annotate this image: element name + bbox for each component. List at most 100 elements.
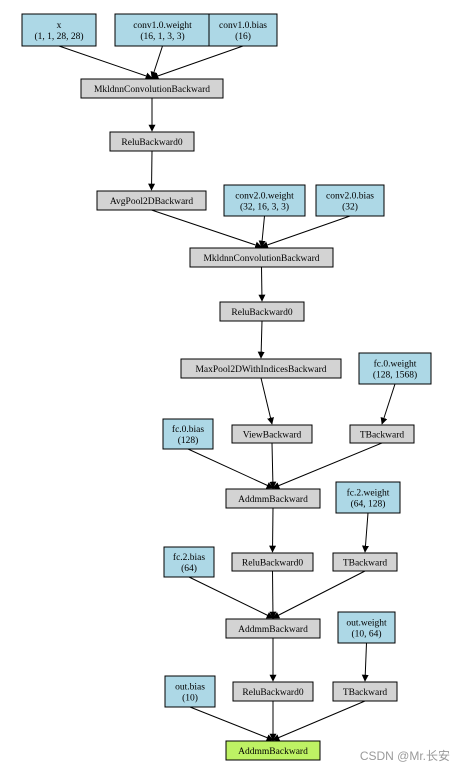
node-addmm2: AddmmBackward (225, 618, 321, 639)
node-label: conv2.0.bias (326, 192, 374, 202)
node-avgpool: AvgPool2DBackward (96, 190, 207, 211)
node-box (315, 184, 385, 217)
edge-t3-to-addmm3 (272, 700, 366, 741)
node-label: ReluBackward0 (231, 308, 292, 318)
node-out-w: out.weight(10, 64) (337, 611, 396, 644)
edge-t1-to-addmm1 (272, 442, 383, 489)
node-label: fc.0.bias (172, 424, 204, 435)
node-label: conv1.0.bias (219, 21, 267, 31)
node-shape-label: (64, 128) (351, 499, 386, 510)
node-label: TBackward (343, 559, 388, 569)
node-box (225, 740, 321, 761)
edge-t2-to-addmm2 (272, 570, 366, 619)
edge-conv2-w-to-mkl2 (258, 215, 266, 248)
node-box (335, 481, 401, 514)
node-label: x (57, 21, 62, 31)
edge-addmm1-to-relu3 (269, 507, 277, 553)
edge-relu2-to-maxpool (257, 320, 265, 359)
node-box (96, 190, 207, 211)
node-addmm3: AddmmBackward (225, 740, 321, 761)
node-view: ViewBackward (231, 424, 313, 444)
node-relu1: ReluBackward0 (109, 131, 195, 152)
node-shape-label: (64) (181, 563, 197, 574)
watermark: CSDN @Mr.长安 (359, 749, 450, 763)
node-box (358, 352, 432, 385)
node-shape-label: (32, 16, 3, 3) (240, 202, 289, 213)
node-fc0-b: fc.0.bias(128) (162, 418, 214, 450)
node-box (349, 424, 415, 444)
node-t2: TBackward (332, 552, 398, 572)
node-box (164, 675, 216, 708)
node-box (189, 247, 334, 268)
node-shape-label: (1, 1, 28, 28) (34, 31, 83, 42)
edge-x-to-mkl1 (58, 45, 153, 80)
node-maxpool: MaxPool2DWithIndicesBackward (180, 358, 342, 379)
node-label: ViewBackward (243, 431, 302, 441)
node-label: out.weight (346, 619, 387, 629)
edge-conv1-w-to-mkl1 (150, 45, 163, 79)
node-shape-label: (128) (178, 435, 199, 446)
node-box (162, 418, 214, 450)
node-label: fc.0.weight (374, 359, 417, 370)
edge-fc0-w-to-t1 (380, 383, 396, 425)
node-box (231, 552, 314, 572)
node-label: conv1.0.weight (133, 21, 192, 31)
edge-relu1-to-avgpool (148, 150, 156, 191)
node-conv1-b: conv1.0.bias(16) (208, 13, 278, 47)
edge-fc2-w-to-t2 (361, 512, 369, 553)
node-shape-label: (10) (182, 693, 198, 704)
edge-conv2-b-to-mkl2 (260, 215, 351, 249)
node-label: TBackward (343, 688, 388, 698)
edge-fc2-b-to-addmm2 (188, 576, 274, 619)
node-x: x(1, 1, 28, 28) (21, 13, 97, 47)
edge-avgpool-to-mkl2 (151, 209, 263, 249)
node-label: out.bias (175, 683, 205, 693)
edge-mkl2-to-relu2 (258, 266, 266, 302)
node-label: ReluBackward0 (242, 559, 303, 569)
node-t3: TBackward (332, 681, 398, 702)
node-mkl2: MkldnnConvolutionBackward (189, 247, 334, 268)
node-label: fc.2.bias (173, 552, 205, 563)
edge-out-b-to-addmm3 (189, 706, 274, 741)
node-box (332, 552, 398, 572)
edge-relu3-to-addmm2 (269, 570, 277, 619)
node-out-b: out.bias(10) (164, 675, 216, 708)
node-box (231, 424, 313, 444)
node-label: MkldnnConvolutionBackward (203, 254, 319, 264)
node-box (163, 546, 215, 578)
node-label: ReluBackward0 (242, 688, 303, 698)
node-conv1-w: conv1.0.weight(16, 1, 3, 3) (114, 13, 211, 47)
node-box (219, 301, 305, 322)
node-box (225, 488, 321, 509)
node-box (180, 358, 342, 379)
node-label: MkldnnConvolutionBackward (94, 85, 210, 95)
node-box (21, 13, 97, 47)
node-relu4: ReluBackward0 (232, 681, 314, 702)
node-box (332, 681, 398, 702)
node-fc2-b: fc.2.bias(64) (163, 546, 215, 578)
node-mkl1: MkldnnConvolutionBackward (80, 78, 224, 99)
node-box (109, 131, 195, 152)
node-box (208, 13, 278, 47)
node-conv2-w: conv2.0.weight(32, 16, 3, 3) (223, 184, 306, 217)
node-label: AvgPool2DBackward (110, 197, 193, 207)
node-label: AddmmBackward (238, 495, 308, 505)
node-label: MaxPool2DWithIndicesBackward (195, 365, 326, 375)
edge-maxpool-to-view (260, 377, 274, 425)
edge-fc0-b-to-addmm1 (187, 448, 274, 489)
node-shape-label: (128, 1568) (373, 370, 417, 381)
node-box (232, 681, 314, 702)
node-box (337, 611, 396, 644)
node-label: AddmmBackward (238, 625, 308, 635)
node-label: AddmmBackward (238, 747, 308, 757)
node-fc2-w: fc.2.weight(64, 128) (335, 481, 401, 514)
node-fc0-w: fc.0.weight(128, 1568) (358, 352, 432, 385)
node-label: conv2.0.weight (235, 192, 294, 202)
node-shape-label: (10, 64) (351, 629, 381, 640)
node-box (114, 13, 211, 47)
node-label: ReluBackward0 (121, 138, 182, 148)
node-shape-label: (32) (342, 202, 358, 213)
node-shape-label: (16, 1, 3, 3) (140, 31, 184, 42)
node-box (80, 78, 224, 99)
